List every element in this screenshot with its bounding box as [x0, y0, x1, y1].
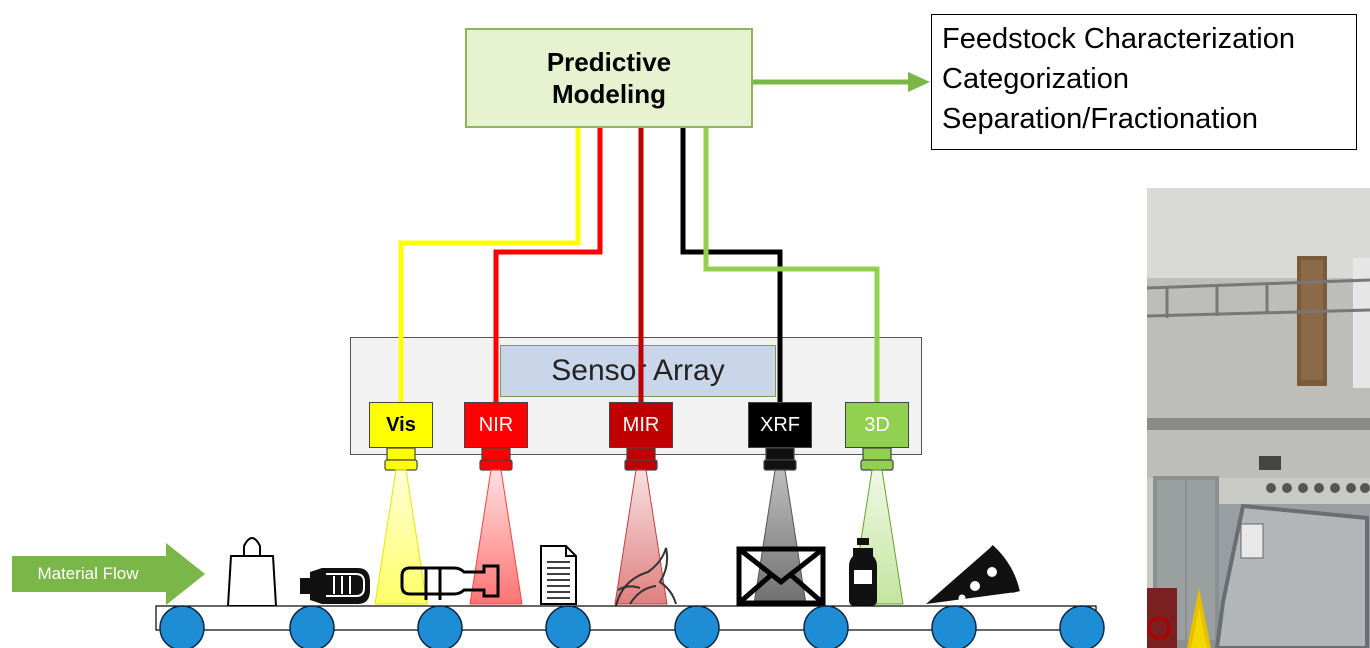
output-arrow — [753, 72, 930, 92]
xrf-wire — [680, 128, 783, 410]
envelope-icon — [736, 546, 826, 606]
sensor-nir-label: NIR — [478, 413, 514, 436]
sensor-xrf-label: XRF — [760, 413, 800, 436]
model-title-line1: Predictive — [546, 47, 672, 77]
sensor-3d-label: 3D — [864, 413, 890, 436]
mir-beam — [614, 469, 668, 605]
bottle-icon — [400, 564, 500, 600]
vis-beam — [374, 469, 428, 605]
nir-wire — [493, 128, 603, 410]
roller — [674, 605, 720, 648]
drink-bottle-icon — [849, 538, 877, 606]
mir-nozzle — [624, 447, 658, 471]
banana-peel-icon — [615, 547, 677, 607]
model-title-line2: Modeling — [551, 79, 667, 109]
vis-nozzle — [384, 447, 418, 471]
shopping-bag-icon — [226, 537, 278, 607]
roller — [289, 605, 335, 648]
3d-nozzle — [860, 447, 894, 471]
roller — [159, 605, 205, 648]
output-separation-fractionation: Separation/Fractionation — [942, 103, 1258, 135]
nir-beam — [469, 469, 523, 605]
roller — [803, 605, 849, 648]
conveyor-rollers — [159, 605, 1105, 648]
roller — [417, 605, 463, 648]
document-icon — [540, 545, 577, 605]
sensor-vis-label: Vis — [386, 413, 416, 436]
nir-nozzle — [479, 447, 513, 471]
sensor-3d: 3D — [845, 402, 909, 448]
sensor-mir-label: MIR — [622, 413, 660, 436]
facility-photo-drawing — [1147, 188, 1370, 648]
pizza-slice-icon — [926, 545, 1020, 604]
sensor-nir: NIR — [464, 402, 528, 448]
outputs-box: Feedstock Characterization Categorizatio… — [931, 14, 1357, 150]
sensor-mir: MIR — [609, 402, 673, 448]
material-flow-arrow — [12, 543, 205, 605]
output-categorization: Categorization — [942, 63, 1129, 95]
sensor-xrf: XRF — [748, 402, 812, 448]
crushed-bottle-icon — [300, 568, 370, 604]
sensor-vis: Vis — [369, 402, 433, 448]
sensor-array-label: Sensor Array — [500, 345, 776, 397]
xrf-nozzle — [763, 447, 797, 471]
roller — [1059, 605, 1105, 648]
facility-photo — [1147, 188, 1370, 648]
output-feedstock-characterization: Feedstock Characterization — [942, 23, 1295, 55]
material-flow-label: Material Flow — [37, 564, 139, 583]
predictive-modeling-box: Predictive Modeling — [465, 28, 753, 128]
roller — [545, 605, 591, 648]
roller — [931, 605, 977, 648]
